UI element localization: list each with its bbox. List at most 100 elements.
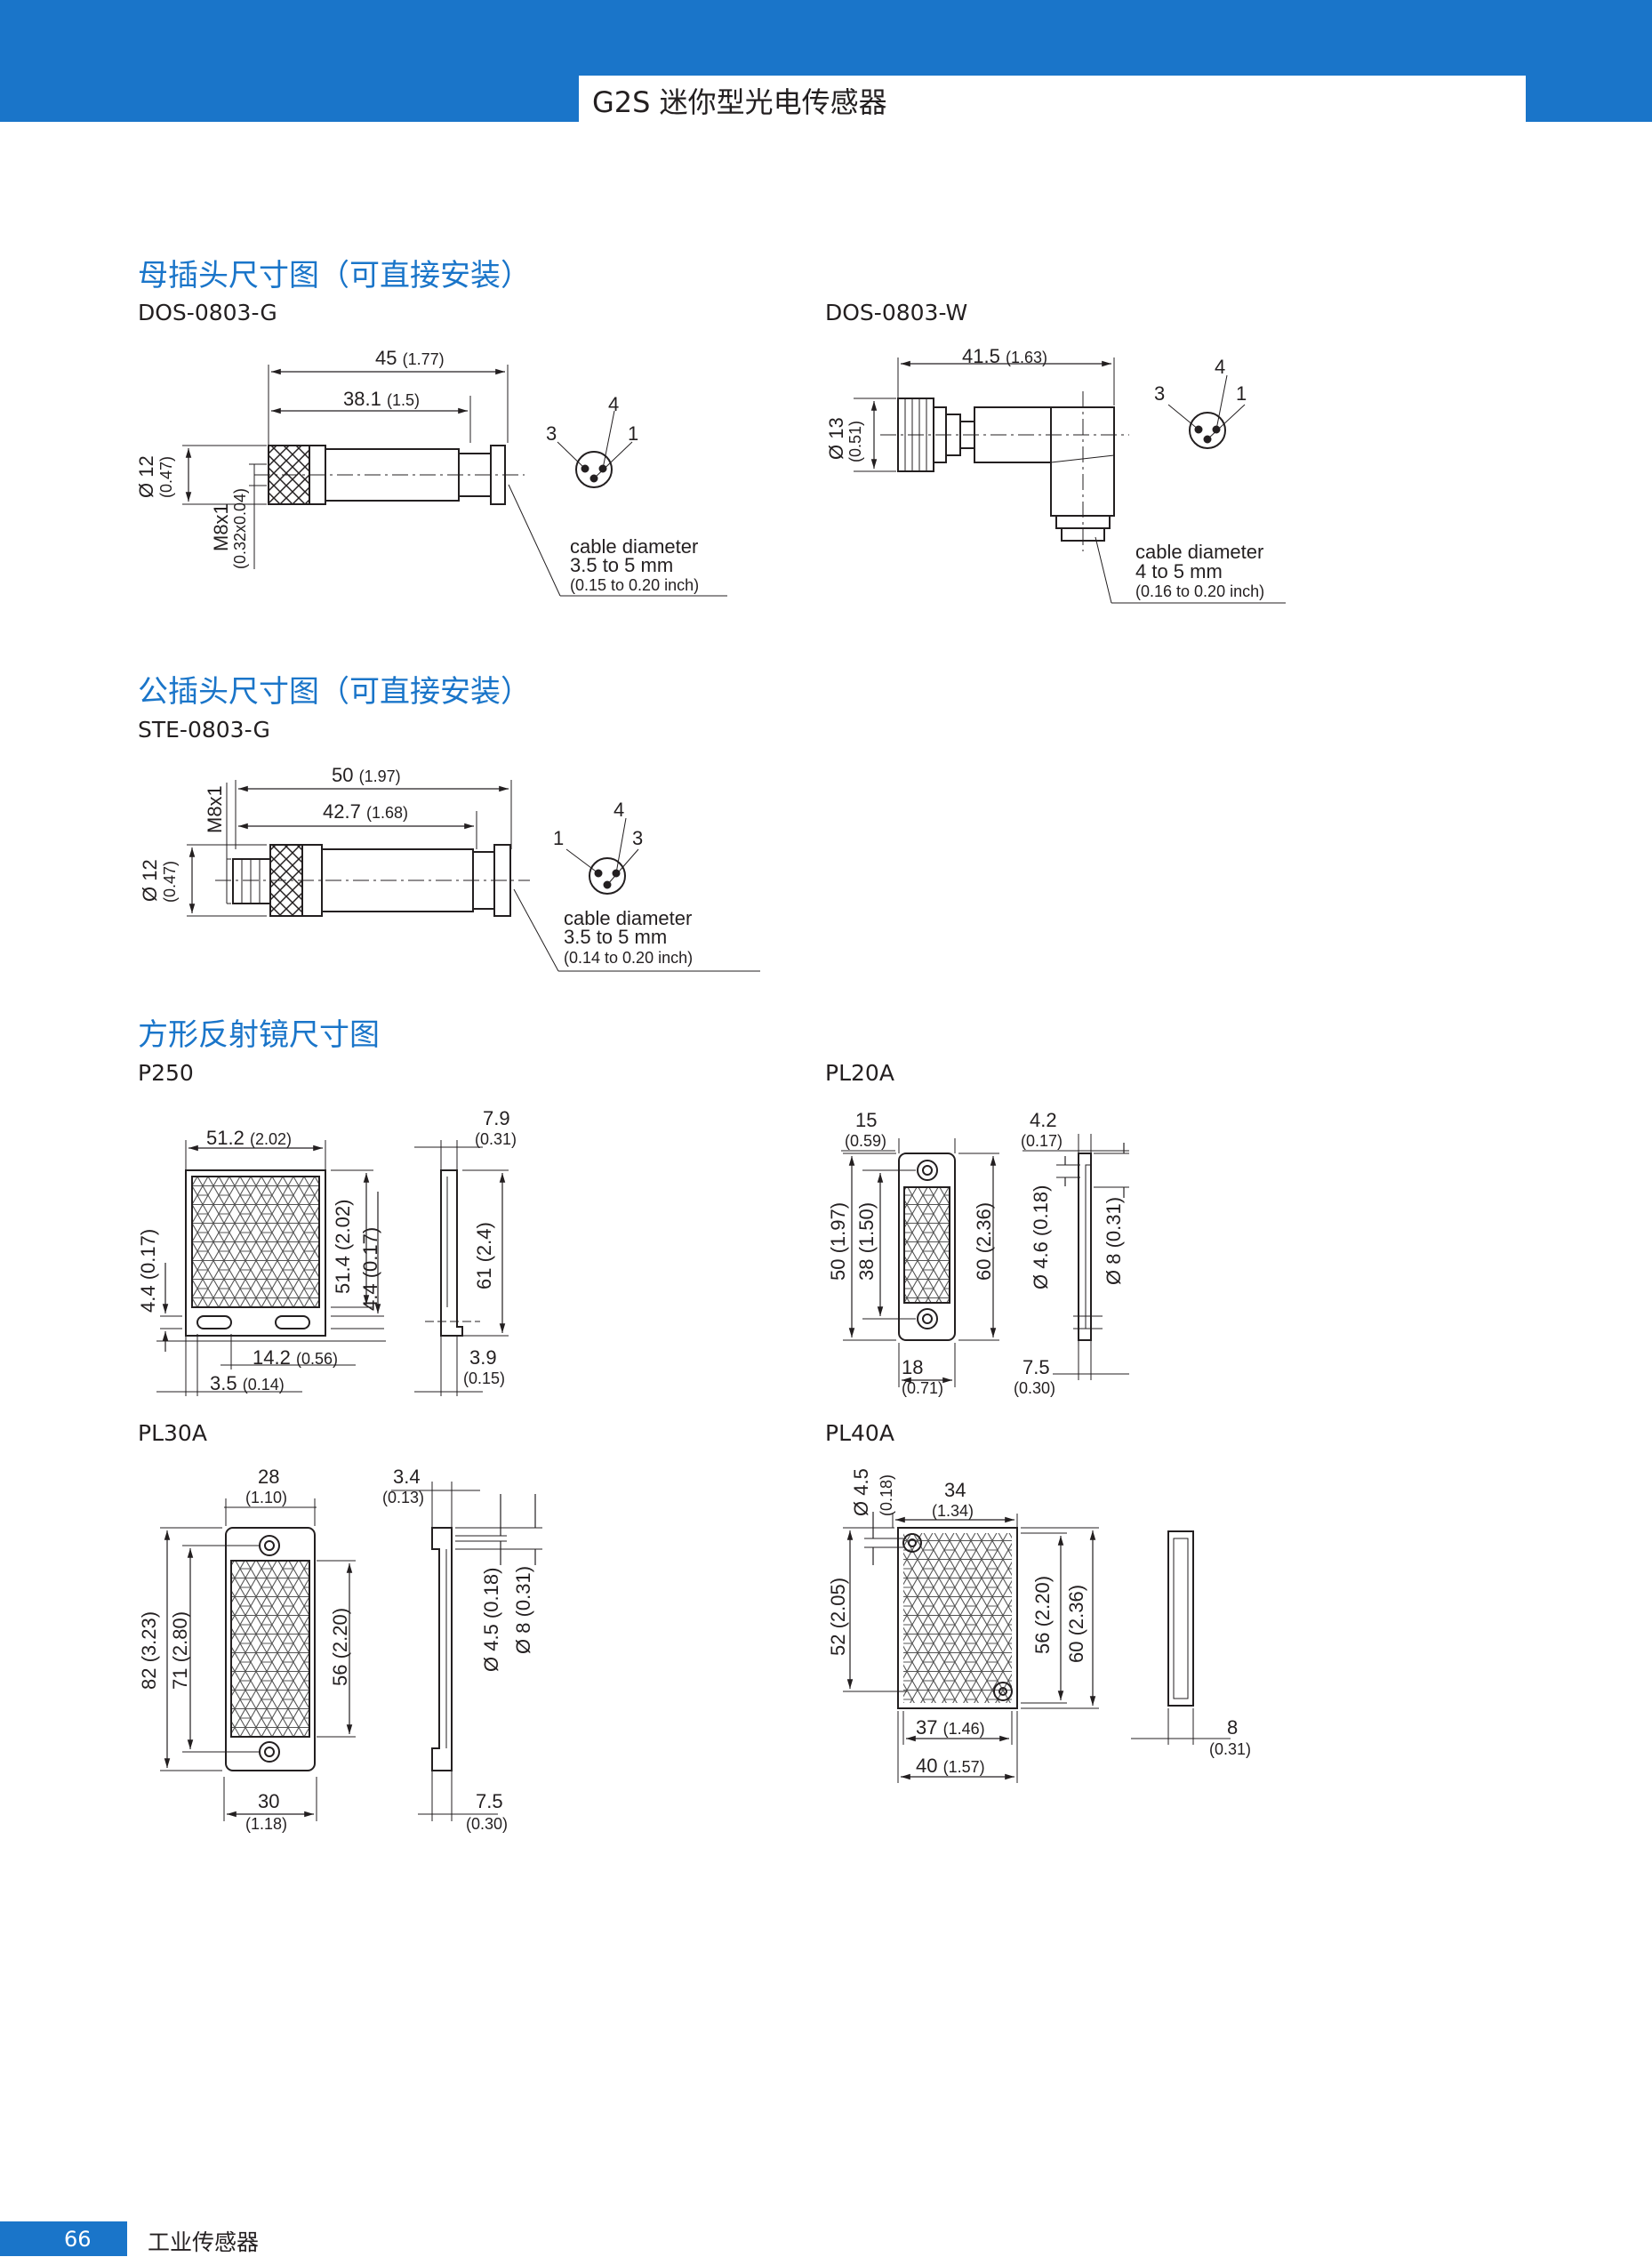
svg-text:(0.15): (0.15) — [463, 1369, 505, 1387]
svg-text:7.9: 7.9 — [483, 1107, 510, 1129]
svg-text:15: 15 — [855, 1109, 877, 1131]
svg-text:Ø 8 (0.31): Ø 8 (0.31) — [1103, 1197, 1125, 1285]
svg-text:3: 3 — [632, 827, 643, 849]
svg-text:82 (3.23): 82 (3.23) — [138, 1611, 160, 1690]
svg-text:18: 18 — [902, 1356, 923, 1378]
svg-text:cable diameter: cable diameter — [564, 907, 692, 929]
svg-text:3.4: 3.4 — [393, 1466, 421, 1488]
svg-text:51.2 (2.02): 51.2 (2.02) — [206, 1127, 292, 1149]
svg-text:3.5 to 5 mm: 3.5 to 5 mm — [564, 926, 667, 948]
svg-text:34: 34 — [944, 1479, 966, 1501]
drawing-ste-0803-g — [187, 780, 760, 972]
drawing-p250 — [156, 1140, 509, 1396]
svg-text:4.4 (0.17): 4.4 (0.17) — [359, 1227, 381, 1311]
svg-text:(1.34): (1.34) — [932, 1502, 974, 1520]
svg-text:56 (2.20): 56 (2.20) — [329, 1608, 351, 1686]
svg-text:(0.31): (0.31) — [1209, 1740, 1251, 1758]
model-pl20a: PL20A — [825, 1060, 894, 1086]
labels-dos-0803-w: 41.5 (1.63) Ø 13 (0.51) 3 4 1 cable diam… — [825, 345, 1264, 600]
page-title: G2S 迷你型光电传感器 — [592, 85, 887, 119]
svg-text:50 (1.97): 50 (1.97) — [332, 764, 401, 786]
labels-pl40a: Ø 4.5 (0.18) 34 (1.34) 52 (2.05) 56 (2.2… — [827, 1468, 1251, 1777]
svg-text:Ø 4.5 (0.18): Ø 4.5 (0.18) — [480, 1568, 502, 1672]
svg-text:Ø 4.5: Ø 4.5 — [850, 1468, 872, 1516]
svg-text:60 (2.36): 60 (2.36) — [1065, 1585, 1087, 1663]
model-ste-0803-g: STE-0803-G — [138, 717, 270, 743]
section-heading-female: 母插头尺寸图（可直接安装） — [138, 258, 531, 293]
model-dos-0803-w: DOS-0803-W — [825, 300, 968, 325]
svg-text:3.5 to 5 mm: 3.5 to 5 mm — [570, 554, 673, 576]
svg-text:41.5 (1.63): 41.5 (1.63) — [962, 345, 1047, 367]
svg-text:71 (2.80): 71 (2.80) — [169, 1611, 191, 1690]
footer-label: 工业传感器 — [148, 2229, 260, 2255]
svg-text:14.2 (0.56): 14.2 (0.56) — [253, 1346, 338, 1369]
svg-text:(0.13): (0.13) — [382, 1489, 424, 1506]
footer-page-box — [0, 2221, 127, 2256]
svg-text:M8x1: M8x1 — [204, 785, 226, 833]
svg-text:(0.14 to 0.20 inch): (0.14 to 0.20 inch) — [564, 949, 693, 967]
svg-text:38 (1.50): 38 (1.50) — [855, 1202, 878, 1281]
svg-text:Ø 13: Ø 13 — [825, 417, 847, 460]
svg-text:52 (2.05): 52 (2.05) — [827, 1578, 849, 1656]
svg-text:3.5 (0.14): 3.5 (0.14) — [210, 1372, 285, 1394]
svg-text:(0.71): (0.71) — [902, 1379, 943, 1397]
svg-text:Ø 12: Ø 12 — [135, 455, 157, 498]
svg-text:50 (1.97): 50 (1.97) — [827, 1202, 849, 1281]
svg-text:4 to 5 mm: 4 to 5 mm — [1135, 560, 1223, 582]
svg-text:Ø 4.6 (0.18): Ø 4.6 (0.18) — [1030, 1185, 1052, 1289]
labels-ste-0803-g: 50 (1.97) 42.7 (1.68) M8x1 Ø 12 (0.47) 1… — [139, 764, 693, 967]
svg-text:4: 4 — [1215, 356, 1225, 378]
svg-text:42.7 (1.68): 42.7 (1.68) — [323, 800, 408, 823]
labels-dos-0803-g: 45 (1.77) 38.1 (1.5) Ø 12 (0.47) M8x1 (0… — [135, 347, 699, 594]
svg-text:3.9: 3.9 — [469, 1346, 497, 1369]
svg-text:4.2: 4.2 — [1030, 1109, 1057, 1131]
svg-text:4: 4 — [608, 393, 619, 415]
svg-text:60 (2.36): 60 (2.36) — [973, 1202, 995, 1281]
svg-text:1: 1 — [628, 422, 638, 445]
svg-text:(0.16 to 0.20 inch): (0.16 to 0.20 inch) — [1135, 582, 1264, 600]
svg-text:3: 3 — [1154, 382, 1165, 405]
svg-text:Ø 12: Ø 12 — [139, 859, 161, 902]
svg-text:(0.51): (0.51) — [846, 421, 864, 462]
svg-text:28: 28 — [258, 1466, 279, 1488]
section-heading-reflectors: 方形反射镜尺寸图 — [138, 1017, 380, 1053]
labels-p250: 51.2 (2.02) 7.9 (0.31) 4.4 (0.17) 51.4 (… — [137, 1107, 517, 1394]
drawing-dos-0803-g — [182, 365, 727, 597]
svg-text:4: 4 — [613, 799, 624, 821]
svg-text:7.5: 7.5 — [1022, 1356, 1050, 1378]
svg-text:61 (2.4): 61 (2.4) — [473, 1222, 495, 1289]
svg-text:Ø 8 (0.31): Ø 8 (0.31) — [512, 1566, 534, 1654]
drawing-pl30a — [160, 1482, 542, 1821]
svg-text:1: 1 — [1236, 382, 1247, 405]
model-p250: P250 — [138, 1060, 194, 1086]
svg-text:(0.30): (0.30) — [1014, 1379, 1055, 1397]
svg-text:cable diameter: cable diameter — [1135, 541, 1263, 563]
section-heading-male: 公插头尺寸图（可直接安装） — [138, 674, 531, 710]
page-number: 66 — [64, 2227, 92, 2252]
svg-text:1: 1 — [553, 827, 564, 849]
svg-text:cable diameter: cable diameter — [570, 535, 698, 558]
svg-text:(0.47): (0.47) — [161, 861, 179, 903]
drawing-dos-0803-w — [854, 357, 1286, 604]
svg-text:(0.15 to 0.20 inch): (0.15 to 0.20 inch) — [570, 576, 699, 594]
svg-text:3: 3 — [546, 422, 557, 445]
drawing-pl20a — [841, 1134, 1129, 1387]
model-pl40a: PL40A — [825, 1420, 894, 1446]
svg-text:(0.32x0.04): (0.32x0.04) — [231, 488, 249, 569]
svg-text:4.4 (0.17): 4.4 (0.17) — [137, 1229, 159, 1313]
model-pl30a: PL30A — [138, 1420, 207, 1446]
drawing-pl40a — [843, 1512, 1231, 1783]
svg-text:(0.30): (0.30) — [466, 1815, 508, 1833]
model-dos-0803-g: DOS-0803-G — [138, 300, 277, 325]
labels-pl30a: 28 (1.10) 82 (3.23) 71 (2.80) 56 (2.20) … — [138, 1466, 534, 1833]
svg-text:30: 30 — [258, 1790, 279, 1812]
svg-text:(0.18): (0.18) — [878, 1474, 895, 1516]
svg-text:56 (2.20): 56 (2.20) — [1031, 1576, 1054, 1654]
svg-text:38.1 (1.5): 38.1 (1.5) — [343, 388, 420, 410]
svg-text:40 (1.57): 40 (1.57) — [916, 1755, 985, 1777]
svg-text:7.5: 7.5 — [476, 1790, 503, 1812]
svg-text:(1.18): (1.18) — [245, 1815, 287, 1833]
labels-pl20a: 15 (0.59) 50 (1.97) 38 (1.50) 60 (2.36) … — [827, 1109, 1125, 1397]
svg-text:(0.17): (0.17) — [1021, 1132, 1063, 1150]
